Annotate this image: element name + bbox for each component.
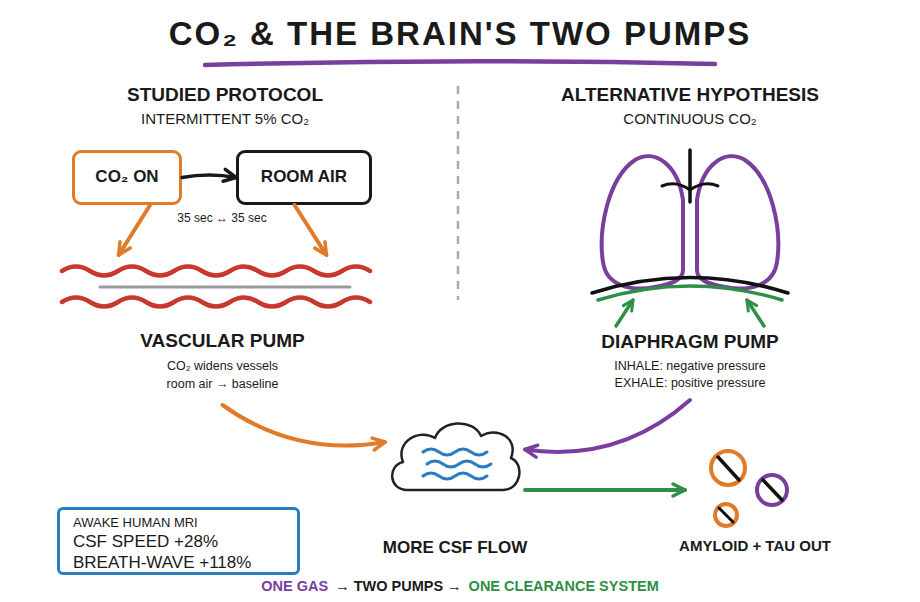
node-text: CSF SPEED +28% — [73, 532, 295, 552]
process-box: CO₂ ON — [72, 150, 182, 205]
diaphragm-motion — [598, 286, 782, 300]
protein-circle — [711, 451, 745, 485]
protein-slash — [763, 480, 782, 500]
section-label: 35 sec ↔ 35 sec — [22, 211, 422, 225]
fluid-wave — [423, 449, 487, 455]
push-arrow — [747, 300, 764, 326]
divider-line — [457, 86, 460, 300]
process-box: ROOM AIR — [236, 150, 372, 205]
node-heading: VASCULAR PUMP — [55, 330, 390, 353]
flow-arrow — [525, 400, 690, 452]
node-text: room air → baseline — [55, 377, 390, 392]
node-heading: MORE CSF FLOW — [335, 538, 575, 558]
flow-arrow — [223, 405, 386, 446]
section-label: ALTERNATIVE HYPOTHESIS — [490, 84, 890, 107]
flow-arrow — [525, 488, 685, 492]
node-heading: DIAPHRAGM PUMP — [560, 331, 820, 354]
trachea — [688, 150, 692, 202]
pump-panel: VASCULAR PUMP CO₂ widens vessels room air … — [55, 255, 390, 405]
section-label: INTERMITTENT 5% CO₂ — [25, 110, 425, 128]
flow-arrow — [119, 205, 150, 255]
node-heading: ROOM AIR — [261, 167, 347, 187]
vessel-baseline — [100, 286, 350, 289]
summary-text: ONE CLEARANCE SYSTEM — [469, 578, 659, 595]
summary-text: ONE GAS — [261, 578, 328, 595]
vessel-wall — [62, 267, 370, 276]
node-heading: AMYLOID + TAU OUT — [655, 537, 855, 555]
title-underline — [205, 61, 715, 65]
bronchi — [662, 184, 718, 190]
flow-arrow — [295, 205, 327, 255]
protein-slash — [718, 457, 739, 480]
protein-circle — [715, 504, 737, 526]
node-text: CO₂ widens vessels — [55, 359, 390, 374]
cloud-node: MORE CSF FLOW — [385, 412, 525, 562]
lung-lobe — [602, 156, 683, 288]
fluid-wave — [427, 461, 491, 467]
node-text: EXHALE: positive pressure — [560, 376, 820, 391]
fluid-wave — [423, 473, 487, 479]
section-label: STUDIED PROTOCOL — [25, 84, 425, 107]
summary-text: → TWO PUMPS → — [335, 578, 461, 595]
lung-lobe — [697, 156, 778, 288]
protein-node: AMYLOID + TAU OUT — [685, 455, 825, 555]
flow-arrow — [182, 175, 236, 178]
protein-slash — [719, 508, 733, 522]
protein-circle — [757, 475, 787, 505]
result-box: AWAKE HUMAN MRICSF SPEED +28%BREATH-WAVE… — [57, 507, 300, 575]
cloud-shape — [385, 416, 525, 496]
cloud-outline — [392, 423, 519, 490]
summary-line: ONE GAS → TWO PUMPS → ONE CLEARANCE SYSTEM — [0, 578, 920, 595]
push-arrow — [616, 300, 633, 326]
node-text: INHALE: negative pressure — [560, 359, 820, 374]
node-heading: CO₂ ON — [95, 167, 158, 187]
section-label: CONTINUOUS CO₂ — [490, 110, 890, 128]
node-text: BREATH-WAVE +118% — [73, 553, 295, 573]
diagram-title: CO₂ & THE BRAIN'S TWO PUMPS — [0, 14, 920, 54]
node-heading: AWAKE HUMAN MRI — [73, 515, 295, 531]
pump-panel: DIAPHRAGM PUMP INHALE: negative pressureE… — [560, 140, 820, 400]
vessel-wall — [62, 298, 370, 307]
